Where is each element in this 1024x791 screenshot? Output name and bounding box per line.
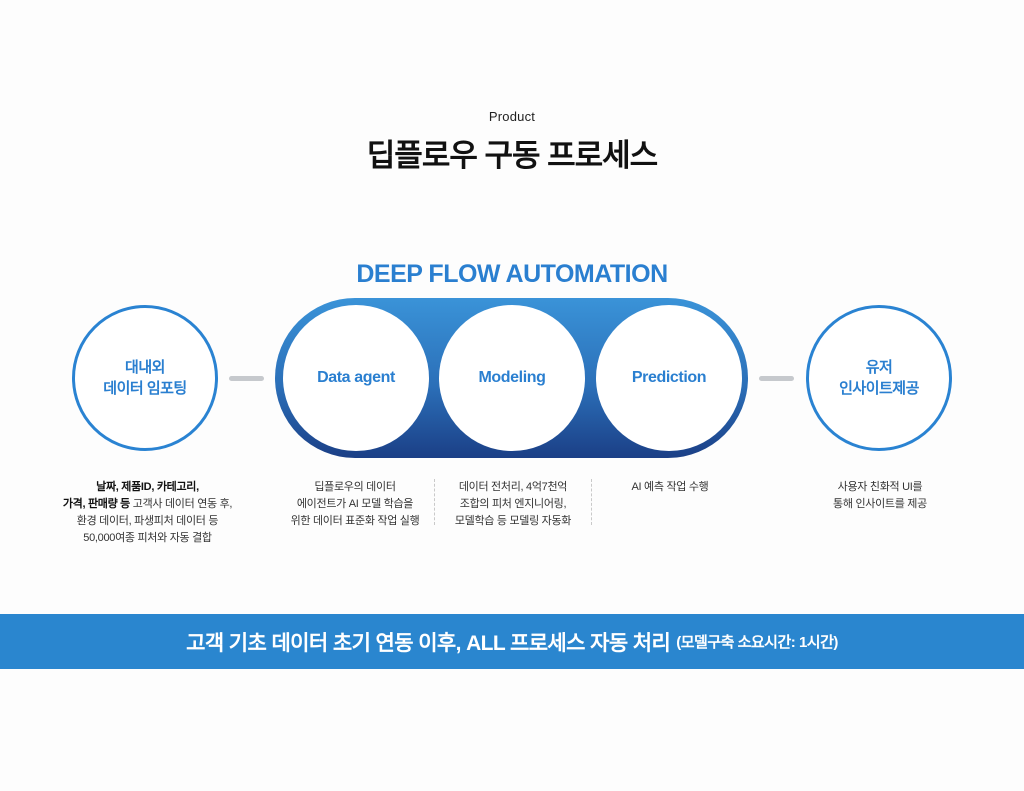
desc-line: 통해 인사이트를 제공 (833, 498, 927, 510)
desc-importing-bold2: 가격, 판매량 등 (62, 498, 131, 510)
desc-importing-line3: 환경 데이터, 파생피처 데이터 등 (76, 515, 219, 527)
desc-line: 딥플로우의 데이터 (314, 481, 396, 493)
page-title: 딥플로우 구동 프로세스 (366, 138, 658, 173)
stage-data-agent-label: Data agent (317, 369, 395, 386)
desc-prediction: AI 예측 작업 수행 (595, 479, 745, 496)
stage-modeling-label: Modeling (478, 369, 546, 386)
desc-data-agent: 딥플로우의 데이터 에이전트가 AI 모델 학습을 위한 데이터 표준화 작업 … (280, 479, 430, 530)
node-user-insight: 유저 인사이트제공 (806, 305, 952, 451)
section-eyebrow: Product (488, 109, 536, 124)
desc-importing-line4: 50,000여종 피처와 자동 결합 (83, 532, 212, 544)
summary-banner: 고객 기초 데이터 초기 연동 이후, ALL 프로세스 자동 처리 (모델구축… (0, 614, 1024, 669)
stage-prediction-label: Prediction (631, 369, 707, 386)
stage-prediction: Prediction (596, 305, 742, 451)
desc-line: 데이터 전처리, 4억7천억 (458, 481, 568, 493)
connector-right (759, 376, 794, 381)
desc-importing-bold1: 날짜, 제품ID, 카테고리, (96, 481, 199, 493)
desc-line: 모델학습 등 모델링 자동화 (454, 515, 572, 527)
desc-line: 위한 데이터 표준화 작업 실행 (290, 515, 420, 527)
node-data-importing: 대내외 데이터 임포팅 (72, 305, 218, 451)
stage-modeling: Modeling (439, 305, 585, 451)
desc-line: 에이전트가 AI 모델 학습을 (296, 498, 414, 510)
divider-dashed (591, 479, 592, 525)
divider-dashed (434, 479, 435, 525)
banner-subtext: (모델구축 소요시간: 1시간) (676, 634, 838, 651)
node-insight-line1: 유저 (865, 359, 893, 376)
desc-line: AI 예측 작업 수행 (631, 481, 709, 493)
node-importing-line2: 데이터 임포팅 (103, 380, 187, 397)
stage-data-agent: Data agent (283, 305, 429, 451)
desc-line: 사용자 친화적 UI를 (837, 481, 923, 493)
desc-line: 조합의 피처 엔지니어링, (459, 498, 567, 510)
connector-left (229, 376, 264, 381)
banner-text: 고객 기초 데이터 초기 연동 이후, ALL 프로세스 자동 처리 (186, 631, 671, 655)
node-insight-line2: 인사이트제공 (839, 380, 919, 397)
desc-importing: 날짜, 제품ID, 카테고리, 가격, 판매량 등 고객사 데이터 연동 후, … (50, 479, 245, 547)
desc-insight: 사용자 친화적 UI를 통해 인사이트를 제공 (800, 479, 960, 513)
flow-title: DEEP FLOW AUTOMATION (356, 260, 668, 288)
desc-modeling: 데이터 전처리, 4억7천억 조합의 피처 엔지니어링, 모델학습 등 모델링 … (438, 479, 588, 530)
node-importing-line1: 대내외 (125, 359, 165, 376)
desc-importing-line2: 고객사 데이터 연동 후, (130, 498, 233, 510)
